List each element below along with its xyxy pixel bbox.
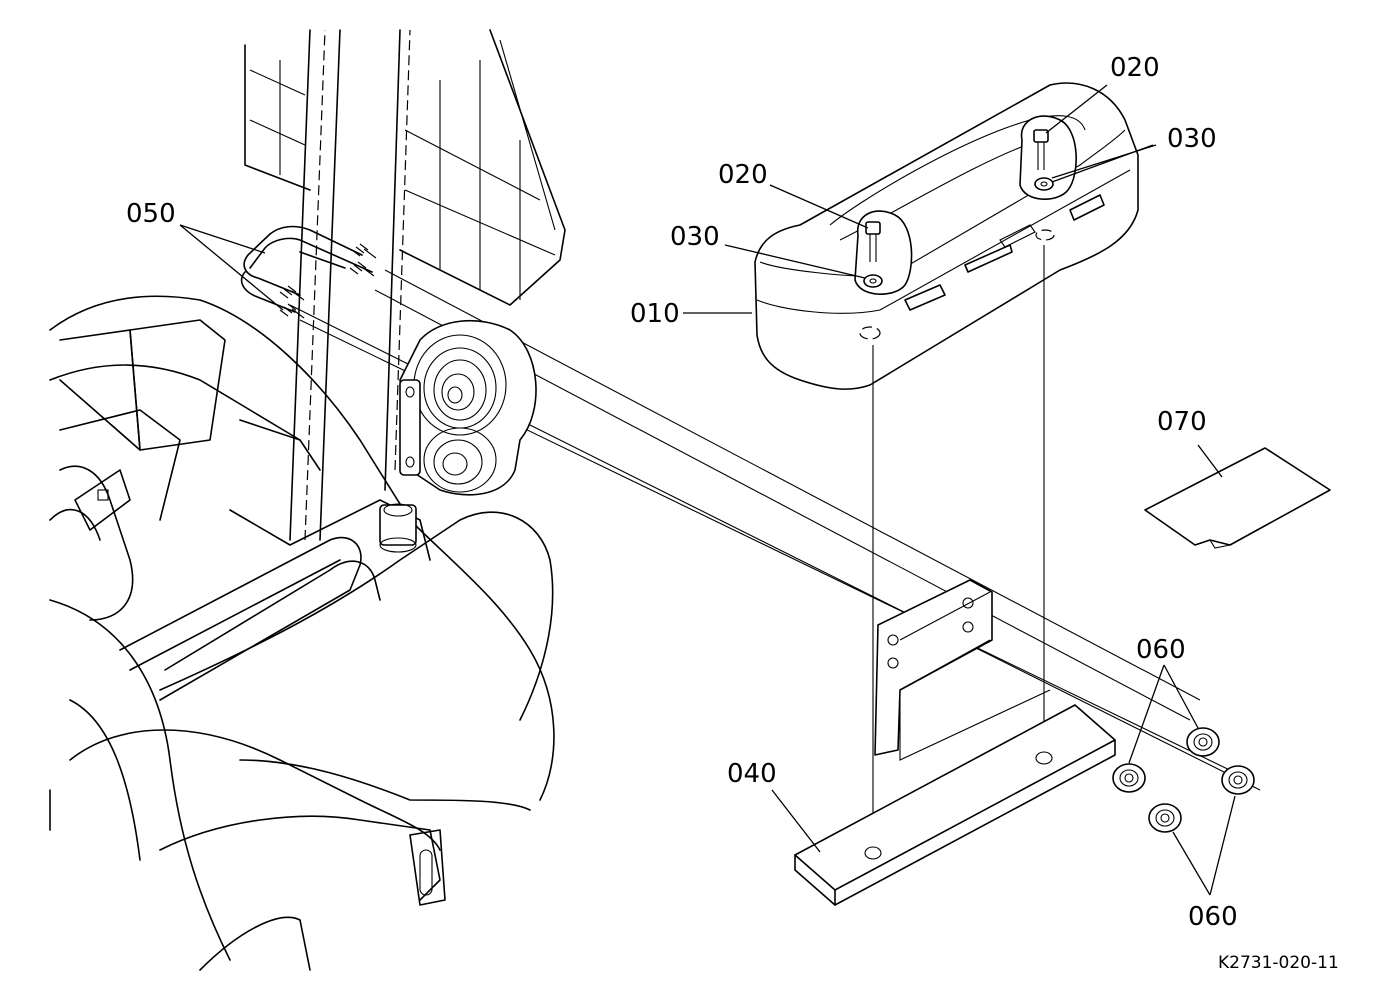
tractor-body-background <box>49 295 555 971</box>
label-060-lower: 060 <box>1188 902 1238 932</box>
decal-sheet-070 <box>1144 447 1331 549</box>
label-010: 010 <box>630 299 680 329</box>
bolt-020-right <box>1019 115 1077 200</box>
label-030-left: 030 <box>670 222 720 252</box>
drawing-reference-code: K2731-020-11 <box>1218 953 1339 973</box>
rops-frame <box>244 29 566 541</box>
leader-lines <box>179 84 1236 896</box>
nut-upper-right <box>1186 727 1220 757</box>
label-070: 070 <box>1157 407 1207 437</box>
nut-lower-left <box>1148 803 1182 833</box>
nut-lower-right <box>1221 765 1255 795</box>
bolt-020-left <box>854 210 913 295</box>
alignment-lines <box>872 245 1045 850</box>
work-lamp <box>399 319 537 496</box>
front-weight-010 <box>754 82 1139 390</box>
label-030-right: 030 <box>1167 124 1217 154</box>
part-labels: 010 020 020 030 030 040 050 060 060 070 … <box>126 53 1339 973</box>
u-bolt-050 <box>240 225 377 319</box>
flange-nuts-060 <box>1112 727 1255 833</box>
label-020-right: 020 <box>1110 53 1160 83</box>
nut-upper-left <box>1112 763 1146 793</box>
label-020-left: 020 <box>718 160 768 190</box>
weight-bracket-040 <box>794 579 1116 906</box>
label-040: 040 <box>727 759 777 789</box>
label-060-upper: 060 <box>1136 635 1186 665</box>
label-050: 050 <box>126 199 176 229</box>
